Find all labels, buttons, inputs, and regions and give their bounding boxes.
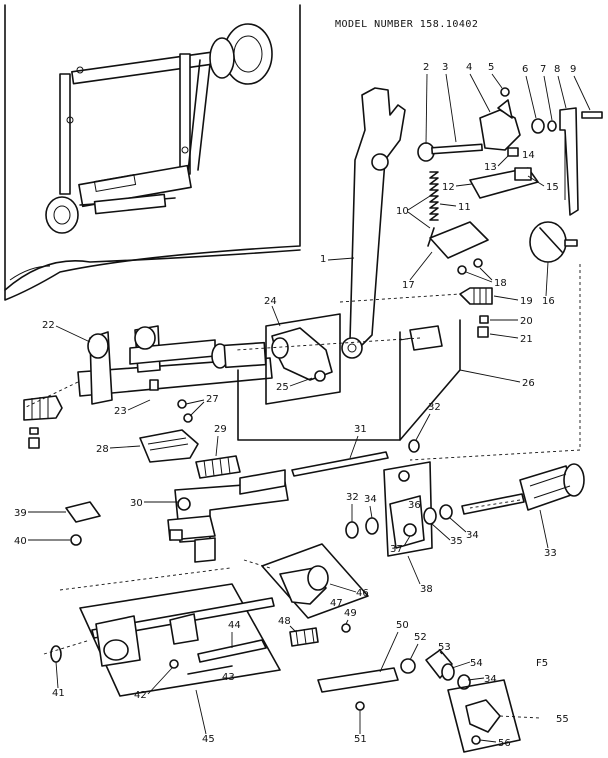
callout-34b: 34 — [466, 530, 479, 541]
part-46-box — [261, 543, 369, 619]
callout-55: 55 — [556, 714, 569, 725]
callout-9: 9 — [570, 64, 576, 75]
part-19-left — [23, 395, 63, 449]
part-48-spring — [289, 627, 319, 647]
callout-16: 16 — [542, 296, 555, 307]
callout-50: 50 — [396, 620, 409, 631]
model-number-title: MODEL NUMBER 158.10402 — [335, 19, 478, 30]
callout-20: 20 — [520, 316, 533, 327]
callout-40: 40 — [14, 536, 27, 547]
callout-30: 30 — [130, 498, 143, 509]
callout-2: 2 — [423, 62, 429, 73]
part-33-handwheel-shaft — [461, 463, 585, 515]
callout-7: 7 — [540, 64, 546, 75]
callout-49: 49 — [344, 608, 357, 619]
callout-17: 17 — [402, 280, 415, 291]
callout-4: 4 — [466, 62, 472, 73]
callout-51: 51 — [354, 734, 367, 745]
callout-32a: 32 — [428, 402, 441, 413]
parts-49-to-56 — [317, 623, 521, 753]
callout-6: 6 — [522, 64, 528, 75]
leader-lines — [23, 264, 581, 719]
callout-26: 26 — [522, 378, 535, 389]
callout-3: 3 — [442, 62, 448, 73]
machine-overview-inset — [4, 4, 301, 301]
part-31-rod — [291, 439, 420, 477]
callout-35: 35 — [450, 536, 463, 547]
callout-36: 36 — [408, 500, 421, 511]
part-38-box — [345, 461, 453, 557]
callout-11: 11 — [458, 202, 471, 213]
parts-39-40 — [65, 501, 101, 546]
part-30-presser-assembly — [167, 469, 289, 563]
callout-25: 25 — [276, 382, 289, 393]
callout-28: 28 — [96, 444, 109, 455]
parts-2-to-9-cluster — [417, 87, 603, 216]
callout-52: 52 — [414, 632, 427, 643]
part-1-lever — [341, 87, 406, 359]
callout-10: 10 — [396, 206, 409, 217]
callout-38: 38 — [420, 584, 433, 595]
callout-27: 27 — [206, 394, 219, 405]
callout-44: 44 — [228, 620, 241, 631]
part-28-feed-dog — [139, 399, 199, 463]
callout-13: 13 — [484, 162, 497, 173]
callout-37: 37 — [390, 544, 403, 555]
callout-18: 18 — [494, 278, 507, 289]
callout-46: 46 — [356, 588, 369, 599]
callout-45: 45 — [202, 734, 215, 745]
callout-8: 8 — [554, 64, 560, 75]
callout-14: 14 — [522, 150, 535, 161]
callout-12: 12 — [442, 182, 455, 193]
callout-19: 19 — [520, 296, 533, 307]
callout-21: 21 — [520, 334, 533, 345]
part-24-box — [265, 313, 341, 405]
callout-23: 23 — [114, 406, 127, 417]
callout-24: 24 — [264, 296, 277, 307]
callout-34c: 34 — [484, 674, 497, 685]
spring-and-bracket-parts — [427, 171, 489, 275]
callout-31: 31 — [354, 424, 367, 435]
callout-53: 53 — [438, 642, 451, 653]
part-22-shaft-assembly — [77, 325, 273, 405]
part-29-spring — [195, 455, 241, 479]
callout-41: 41 — [52, 688, 65, 699]
callout-5: 5 — [488, 62, 494, 73]
callout-labels: 1 2 3 4 5 6 7 8 9 10 11 12 13 14 15 16 1… — [14, 62, 591, 749]
callout-48: 48 — [278, 616, 291, 627]
callout-47: 47 — [330, 598, 343, 609]
part-16-knob — [529, 221, 578, 263]
callout-33: 33 — [544, 548, 557, 559]
callout-39: 39 — [14, 508, 27, 519]
callout-22: 22 — [42, 320, 55, 331]
callout-15: 15 — [546, 182, 559, 193]
callout-34a: 34 — [364, 494, 377, 505]
callout-54: 54 — [470, 658, 483, 669]
page-marker: F5 — [536, 658, 548, 669]
parts-19-20-21-right — [459, 287, 493, 338]
part-26-box — [237, 319, 461, 441]
callout-43: 43 — [222, 672, 235, 683]
callout-42: 42 — [134, 690, 147, 701]
callout-1: 1 — [320, 254, 326, 265]
callout-32b: 32 — [346, 492, 359, 503]
callout-29: 29 — [214, 424, 227, 435]
part-45-box — [50, 583, 281, 697]
callout-56: 56 — [498, 738, 511, 749]
